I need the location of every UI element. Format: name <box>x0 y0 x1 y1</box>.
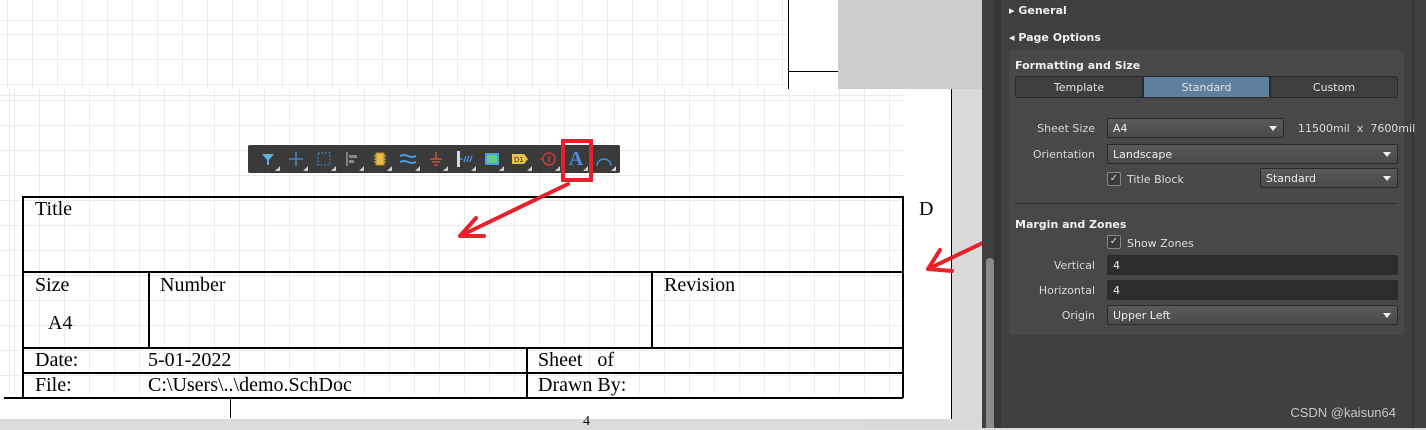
table-line <box>526 347 528 398</box>
table-line <box>22 271 903 273</box>
sheet-label: Sheet of <box>538 349 615 371</box>
sheet-size-label: Sheet Size <box>1037 122 1095 135</box>
chevron-down-icon <box>1383 313 1391 318</box>
tab-standard[interactable]: Standard <box>1143 76 1270 98</box>
vertical-input[interactable]: 4 <box>1107 255 1398 275</box>
directive-icon[interactable] <box>534 145 562 173</box>
tab-template[interactable]: Template <box>1015 76 1143 98</box>
sheet-symbol-icon[interactable] <box>478 145 506 173</box>
sheet-grid <box>0 89 905 394</box>
selection-box-icon[interactable] <box>310 145 338 173</box>
panel-divider <box>994 0 1001 428</box>
properties-panel: ▸ General ◂ Page Options Formatting and … <box>982 0 1426 428</box>
port-icon[interactable] <box>450 145 478 173</box>
bus-icon[interactable] <box>394 145 422 173</box>
title-block-style-value: Standard <box>1266 171 1317 185</box>
chevron-down-icon <box>1383 176 1391 181</box>
table-line <box>651 271 653 348</box>
table-line <box>4 397 903 399</box>
svg-text:D1: D1 <box>514 156 524 164</box>
section-page-options-label: Page Options <box>1018 31 1101 44</box>
date-label: Date: <box>35 349 79 371</box>
divider <box>1015 203 1398 204</box>
origin-dropdown[interactable]: Upper Left <box>1107 305 1398 325</box>
tab-custom[interactable]: Custom <box>1270 76 1398 98</box>
zone-tick <box>230 397 231 418</box>
title-block-checkbox[interactable]: ✓ <box>1107 172 1121 186</box>
canvas-background <box>952 89 982 428</box>
number-label: Number <box>160 274 226 296</box>
vertical-label: Vertical <box>1053 259 1095 272</box>
crosshair-icon[interactable] <box>282 145 310 173</box>
revision-label: Revision <box>664 274 736 296</box>
filter-icon[interactable] <box>254 145 282 173</box>
title-block-style-dropdown[interactable]: Standard <box>1260 168 1398 188</box>
title-label: Title <box>35 198 73 220</box>
table-line <box>148 271 150 348</box>
active-bar-toolbar: D1 A <box>248 145 620 173</box>
panel-divider <box>1412 0 1414 428</box>
orientation-dropdown[interactable]: Landscape <box>1107 144 1398 164</box>
orientation-value: Landscape <box>1113 147 1173 161</box>
table-line <box>22 347 903 349</box>
horizontal-label: Horizontal <box>1038 284 1095 297</box>
sheet-dimensions: 11500mil x 7600mil <box>1298 122 1416 135</box>
canvas-top-strip <box>0 0 838 89</box>
orientation-label: Orientation <box>1032 148 1095 161</box>
table-line <box>22 196 24 398</box>
sheet-border-fragment <box>788 0 838 89</box>
arc-icon[interactable] <box>590 145 618 173</box>
date-value: 5-01-2022 <box>148 349 232 371</box>
table-line <box>22 196 903 198</box>
file-label: File: <box>35 374 72 396</box>
text-icon[interactable]: A <box>562 145 590 173</box>
component-icon[interactable] <box>366 145 394 173</box>
highlight-box <box>561 139 593 182</box>
chevron-down-icon <box>1383 152 1391 157</box>
table-line <box>902 196 904 398</box>
zone-number: 4 <box>583 414 590 429</box>
show-zones-label: Show Zones <box>1127 237 1194 250</box>
title-block-label: Title Block <box>1127 173 1184 186</box>
margin-zones-heading: Margin and Zones <box>1015 218 1127 231</box>
panel-scrollbar[interactable] <box>986 258 994 428</box>
sheet-size-dropdown[interactable]: A4 <box>1107 118 1284 138</box>
arrow-left <box>458 182 570 238</box>
watermark: CSDN @kaisun64 <box>1290 405 1396 420</box>
show-zones-checkbox[interactable]: ✓ <box>1107 235 1121 249</box>
section-general-label: General <box>1018 4 1067 17</box>
table-line <box>22 372 903 374</box>
ground-icon[interactable] <box>422 145 450 173</box>
section-page-options[interactable]: ◂ Page Options <box>1009 31 1101 44</box>
file-value: C:\Users\..\demo.SchDoc <box>148 374 352 396</box>
schematic-sheet[interactable] <box>0 89 952 419</box>
sheet-size-value: A4 <box>1113 121 1128 135</box>
canvas-background <box>864 419 982 428</box>
size-value: A4 <box>48 312 73 334</box>
section-general[interactable]: ▸ General <box>1009 4 1067 17</box>
net-label-icon[interactable]: D1 <box>506 145 534 173</box>
size-label: Size <box>35 274 70 296</box>
formatting-heading: Formatting and Size <box>1015 59 1141 72</box>
origin-value: Upper Left <box>1113 308 1171 322</box>
drawn-by-label: Drawn By: <box>538 374 627 396</box>
chevron-down-icon <box>1269 126 1277 131</box>
horizontal-input[interactable]: 4 <box>1107 280 1398 300</box>
align-icon[interactable] <box>338 145 366 173</box>
zone-letter: D <box>919 198 934 220</box>
canvas-background <box>838 0 982 89</box>
origin-label: Origin <box>1061 309 1095 322</box>
